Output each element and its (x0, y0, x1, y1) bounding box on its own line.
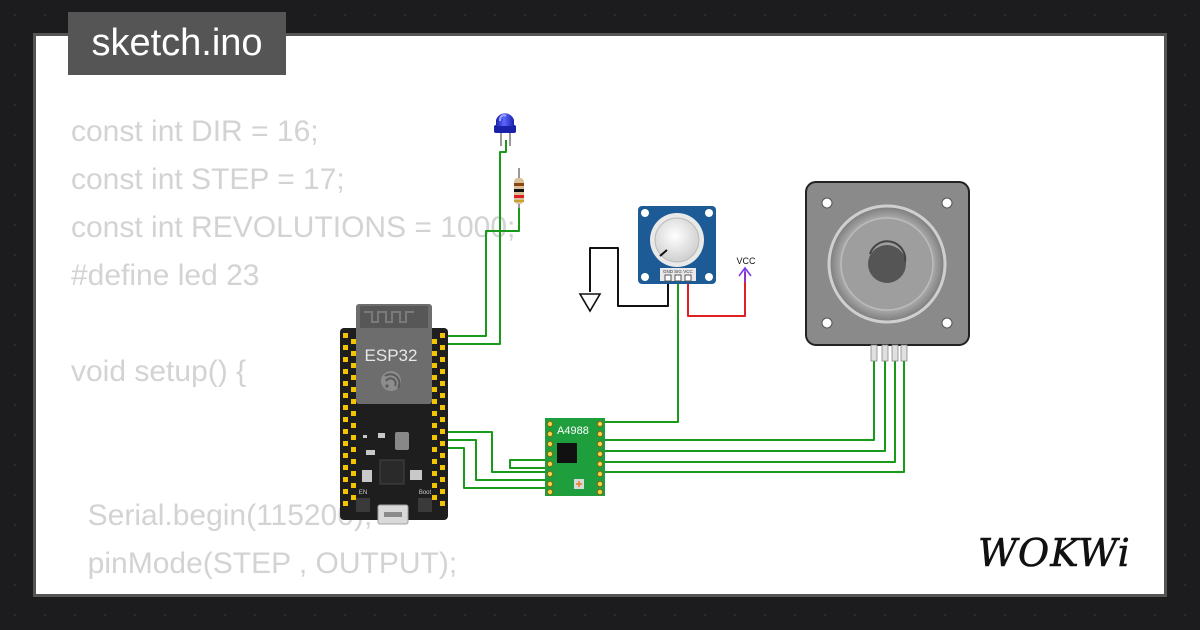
wire-pot-vcc (687, 272, 746, 317)
filename-tab: sketch.ino (68, 12, 286, 75)
esp32-module (356, 304, 432, 404)
code-line: const int STEP = 17; (71, 163, 345, 196)
preview-card: const int DIR = 16; const int STEP = 17;… (33, 33, 1167, 597)
pot-pin-vcc-label: VCC (683, 269, 693, 274)
code-line: const int DIR = 16; (71, 115, 319, 148)
pot-pin-gnd-label: GND (663, 269, 674, 274)
wire-motor-a1 (603, 360, 875, 441)
code-line: Serial.begin(115200); (71, 499, 373, 532)
code-line: #define led 23 (71, 259, 260, 292)
resistor[interactable] (514, 168, 524, 208)
wire-driver-loop (509, 459, 549, 469)
wires (440, 140, 905, 489)
led-blue[interactable] (494, 113, 516, 146)
code-line: void setup() { (71, 355, 247, 388)
wire-pot-gnd (589, 247, 669, 307)
esp32-right-pins (432, 333, 445, 506)
esp32-board[interactable]: ESP32 EN Boot (340, 304, 448, 525)
motor-connector (870, 344, 908, 362)
stepper-motor[interactable] (805, 181, 970, 362)
vcc-symbol: VCC (736, 256, 756, 282)
code-line: const int REVOLUTIONS = 1000; (71, 211, 516, 244)
code-background: const int DIR = 16; const int STEP = 17;… (71, 108, 516, 594)
wire-esp32-step (440, 431, 549, 473)
wire-motor-a2 (603, 360, 886, 452)
wire-esp32-led (440, 207, 520, 337)
wire-esp32-enable (440, 447, 549, 489)
a4988-driver[interactable]: A4988 (545, 418, 605, 496)
wokwi-logo-text: WOKWi (978, 531, 1131, 575)
wire-esp32-dir (440, 439, 549, 481)
motor-shaft-icon (868, 245, 906, 283)
ground-symbol-icon (578, 293, 602, 313)
wokwi-logo: WOKWi (978, 531, 1131, 576)
potentiometer[interactable]: GND SIG VCC (638, 206, 716, 284)
vcc-label: VCC (736, 256, 756, 266)
esp32-label: ESP32 (365, 346, 418, 365)
esp32-left-pins (343, 333, 356, 506)
pot-pin-sig-label: SIG (674, 269, 682, 274)
espressif-logo-icon (381, 371, 401, 391)
filename-label: sketch.ino (91, 22, 263, 64)
esp32-boot-label: Boot (419, 490, 432, 496)
a4988-right-pins (596, 420, 604, 496)
a4988-left-pins (546, 420, 554, 496)
wire-motor-b2 (603, 360, 905, 473)
wire-esp32-resistor (440, 140, 507, 345)
wire-pot-driver (603, 282, 679, 423)
a4988-label: A4988 (557, 425, 589, 437)
esp32-en-label: EN (359, 490, 367, 496)
code-line: pinMode(STEP , OUTPUT); (71, 547, 458, 580)
wire-motor-b1 (603, 360, 896, 463)
